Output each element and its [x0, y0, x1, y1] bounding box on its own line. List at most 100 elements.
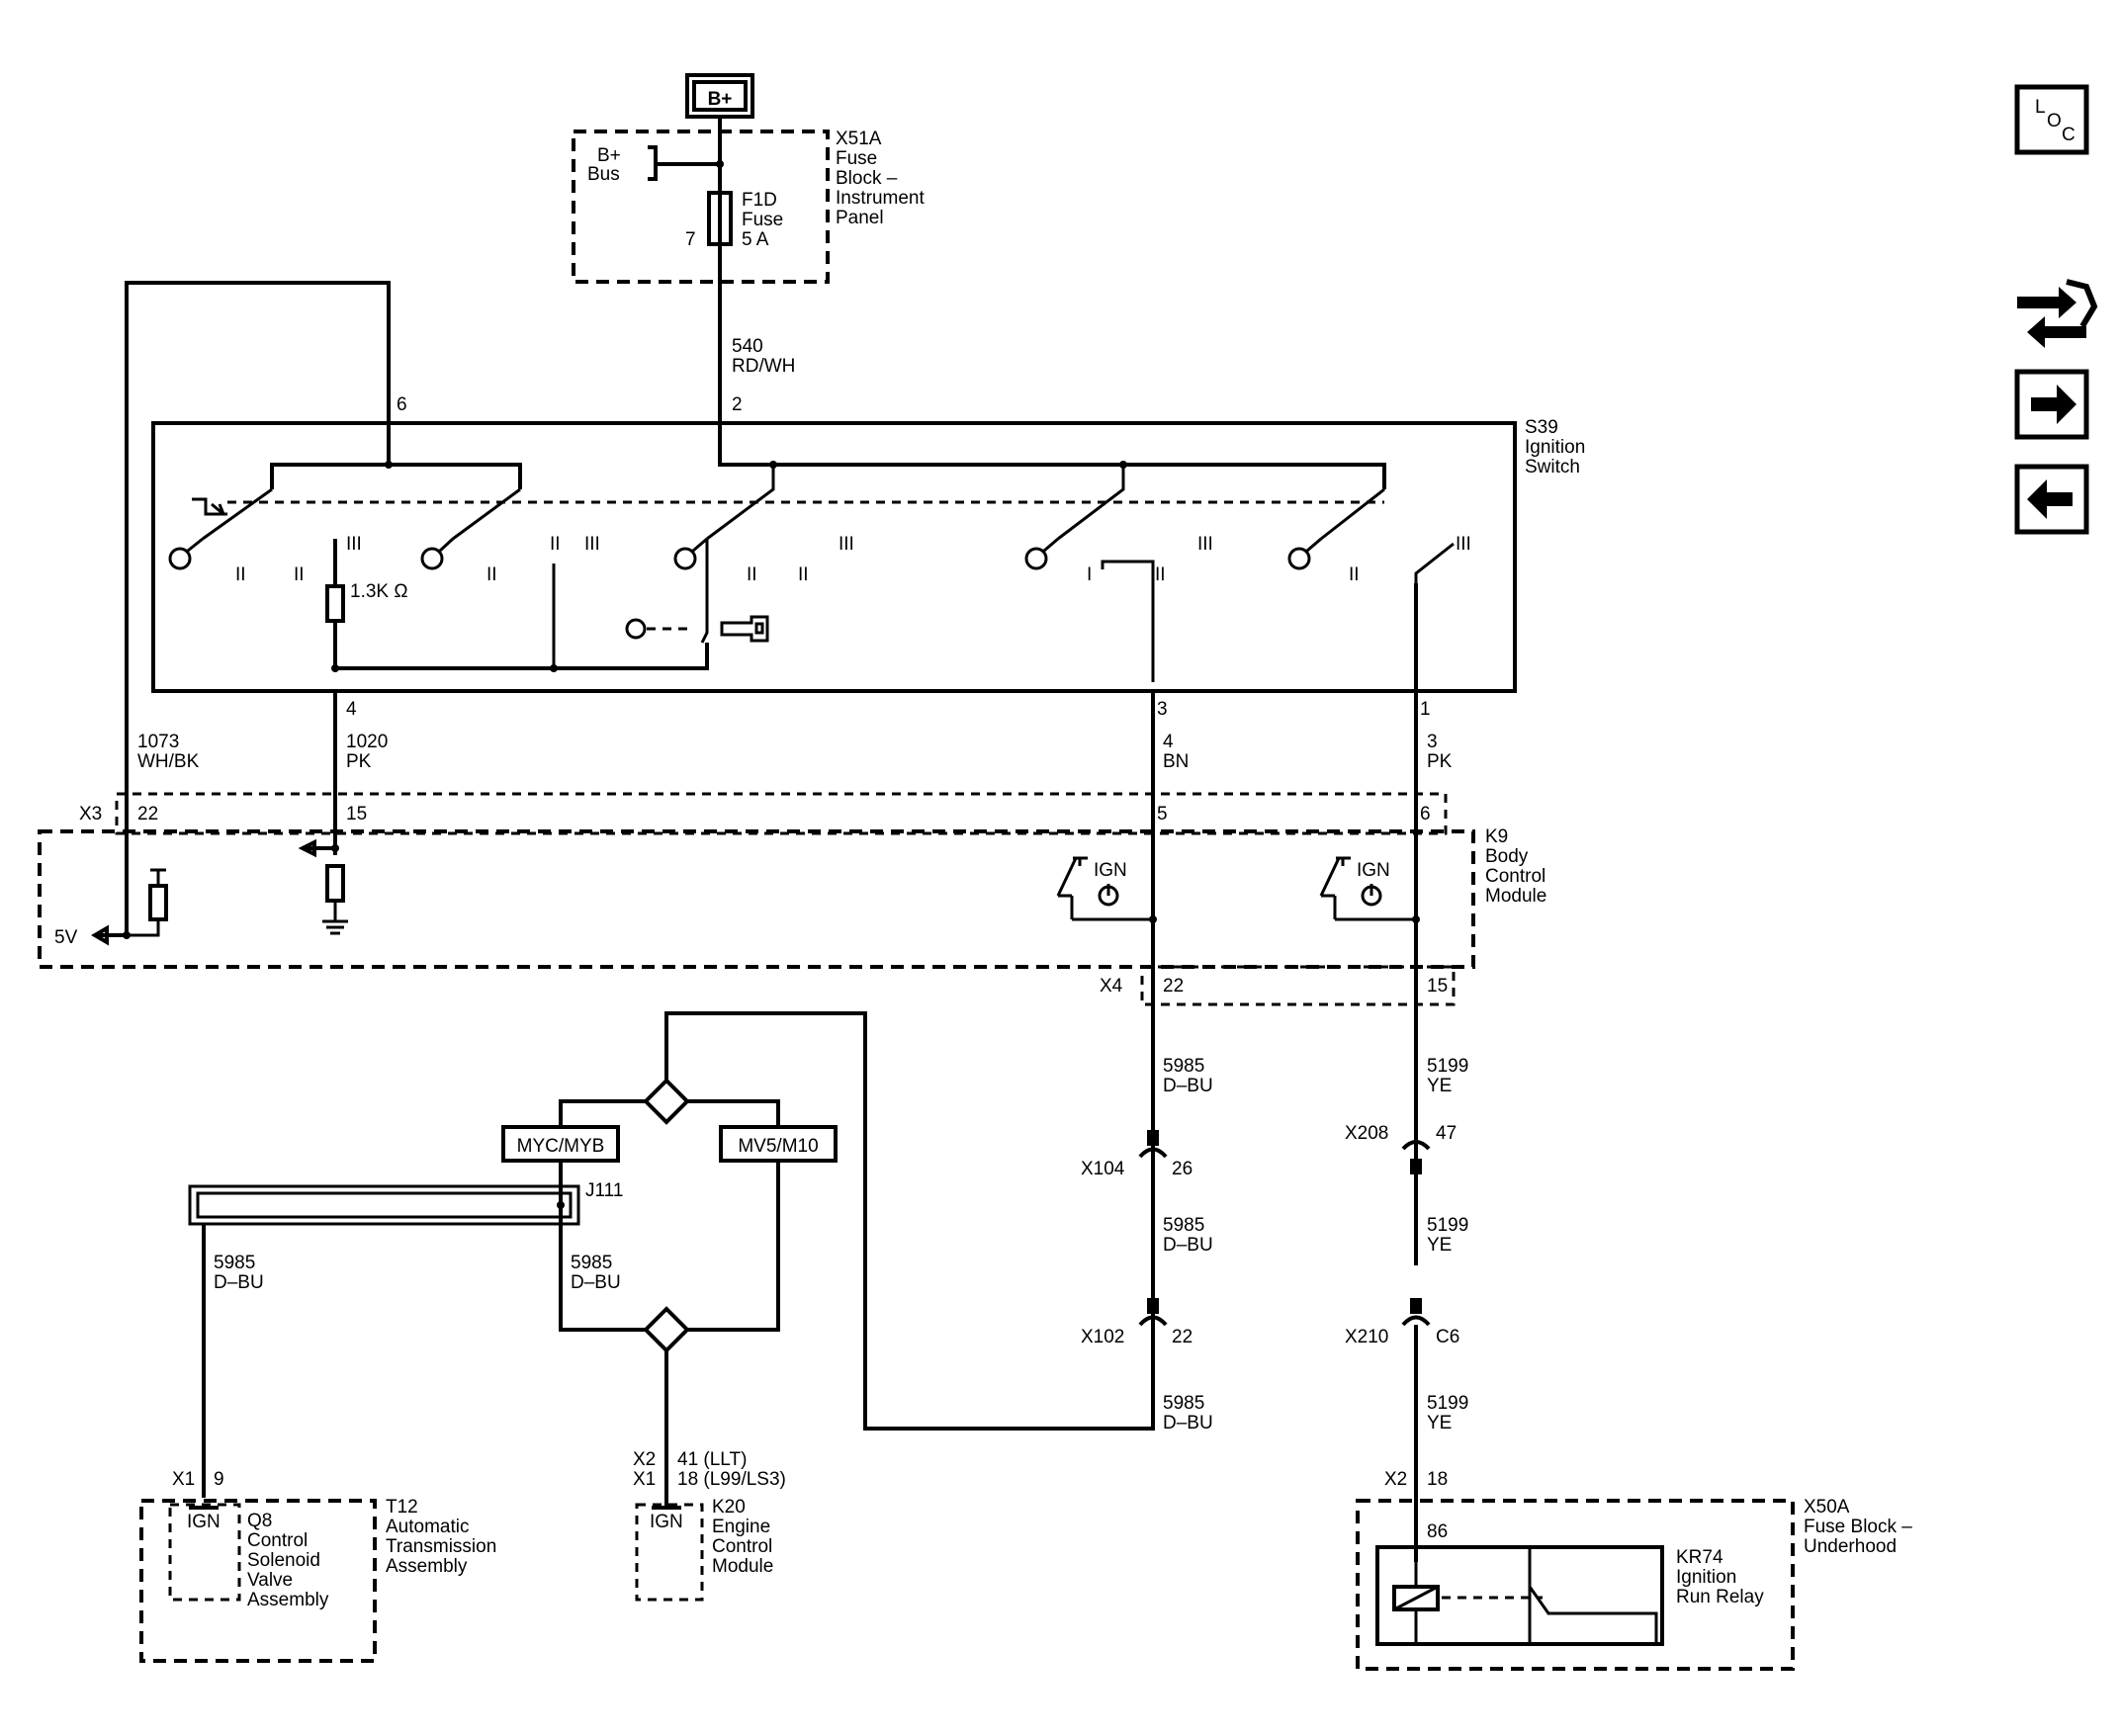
svg-text:5: 5: [1157, 804, 1168, 825]
svg-text:86: 86: [1427, 1521, 1448, 1542]
wire-5199-label-1: 5199 YE: [1427, 1056, 1468, 1096]
svg-text:Assembly: Assembly: [247, 1590, 329, 1610]
svg-text:X210: X210: [1345, 1327, 1388, 1347]
wire-1073: [125, 281, 391, 935]
wire-5199-label-2: 5199 YE: [1427, 1215, 1468, 1256]
svg-text:Bus: Bus: [587, 164, 620, 185]
svg-text:5985: 5985: [1163, 1215, 1204, 1236]
svg-text:Ignition: Ignition: [1525, 437, 1585, 458]
svg-text:Block –: Block –: [836, 168, 898, 189]
svg-text:PK: PK: [1427, 751, 1453, 772]
svg-text:Ignition: Ignition: [1676, 1567, 1736, 1588]
svg-text:C6: C6: [1436, 1327, 1459, 1347]
svg-text:5199: 5199: [1427, 1215, 1468, 1236]
svg-text:Q8: Q8: [247, 1511, 272, 1531]
svg-text:Transmission: Transmission: [386, 1536, 496, 1557]
loc-o: O: [2047, 111, 2062, 131]
svg-text:4: 4: [1163, 732, 1174, 752]
svg-text:IGN: IGN: [187, 1512, 221, 1532]
svg-text:IGN: IGN: [650, 1512, 683, 1532]
svg-text:26: 26: [1172, 1159, 1192, 1179]
s39-label: S39 Ignition Switch: [1525, 417, 1585, 477]
switch-position-labels: II II III II II III II II III I II III I…: [235, 534, 1471, 585]
svg-text:Panel: Panel: [836, 208, 884, 228]
option-branch: MYC/MYB MV5/M10: [501, 1078, 838, 1508]
option-left-label: MYC/MYB: [517, 1136, 605, 1157]
svg-text:Switch: Switch: [1525, 457, 1580, 477]
svg-text:RD/WH: RD/WH: [732, 356, 795, 377]
svg-text:X1: X1: [172, 1469, 195, 1490]
svg-text:6: 6: [1420, 804, 1431, 825]
svg-text:Valve: Valve: [247, 1570, 293, 1591]
x4-pins: X4 22 15: [1100, 976, 1448, 997]
svg-text:X2: X2: [633, 1449, 656, 1470]
k9-body-control-module-outline: [38, 829, 1475, 969]
svg-text:4: 4: [346, 699, 357, 720]
svg-text:J111: J111: [585, 1180, 623, 1201]
svg-text:1.3K Ω: 1.3K Ω: [350, 581, 408, 602]
wire-4bn-label: 4 BN: [1163, 732, 1189, 772]
svg-text:Engine: Engine: [712, 1517, 770, 1537]
next-page-button[interactable]: [2014, 369, 2089, 440]
wire-3pk-label: 3 PK: [1427, 732, 1453, 772]
svg-text:II: II: [1349, 564, 1360, 585]
svg-text:X51A: X51A: [836, 129, 882, 149]
s39-pin-labels: 6 2 4 3 1: [346, 394, 1431, 720]
fuse-f1d: F1D Fuse 5 A 7: [685, 190, 783, 250]
previous-page-button[interactable]: [2014, 464, 2089, 535]
location-button[interactable]: L O C: [2014, 84, 2089, 155]
svg-text:X50A: X50A: [1804, 1497, 1850, 1518]
k9-label: K9 Body Control Module: [1485, 826, 1546, 907]
svg-text:III: III: [1456, 534, 1471, 555]
svg-text:YE: YE: [1427, 1076, 1452, 1096]
svg-text:X1: X1: [633, 1469, 656, 1490]
svg-text:III: III: [1197, 534, 1213, 555]
svg-text:II: II: [747, 564, 757, 585]
inline-x104: X104 26: [1081, 1130, 1192, 1179]
splice-j111: J111: [188, 1180, 623, 1498]
svg-text:Module: Module: [712, 1556, 773, 1577]
svg-text:IGN: IGN: [1357, 860, 1390, 881]
svg-text:Body: Body: [1485, 846, 1529, 867]
svg-text:PK: PK: [346, 751, 372, 772]
svg-text:III: III: [346, 534, 362, 555]
svg-text:IGN: IGN: [1094, 860, 1127, 881]
svg-text:9: 9: [214, 1469, 224, 1490]
svg-text:Fuse Block –: Fuse Block –: [1804, 1517, 1912, 1537]
wire-5199-label-3: 5199 YE: [1427, 1393, 1468, 1433]
svg-text:X104: X104: [1081, 1159, 1125, 1179]
svg-text:Fuse: Fuse: [742, 210, 783, 230]
svg-text:5985: 5985: [214, 1253, 255, 1273]
kr74-ignition-run-relay: KR74 Ignition Run Relay: [1375, 1545, 1764, 1646]
wire-1020-label: 1020 PK: [346, 732, 388, 772]
svg-text:1020: 1020: [346, 732, 388, 752]
switch-contact-4: [1287, 487, 1385, 570]
svg-text:II: II: [798, 564, 809, 585]
svg-text:X3: X3: [79, 804, 102, 825]
k9-pin15-input: [298, 838, 348, 935]
svg-text:3: 3: [1427, 732, 1438, 752]
svg-text:D–BU: D–BU: [1163, 1076, 1213, 1096]
svg-text:K9: K9: [1485, 826, 1508, 847]
svg-text:F1D: F1D: [742, 190, 777, 211]
switch-contact-2: [673, 465, 775, 644]
svg-text:41 (LLT): 41 (LLT): [677, 1449, 747, 1470]
x51a-label: X51A Fuse Block – Instrument Panel: [836, 129, 925, 228]
svg-text:I: I: [1087, 564, 1092, 585]
x3-connector-outline: [115, 792, 1448, 835]
k9-ign-input-2: IGN: [1319, 856, 1420, 923]
bplus-label: B+: [708, 89, 733, 110]
svg-text:D–BU: D–BU: [571, 1272, 621, 1293]
connector-view-icon[interactable]: [2017, 279, 2098, 348]
svg-text:22: 22: [137, 804, 158, 825]
svg-text:6: 6: [397, 394, 407, 415]
inline-x208: X208 47: [1345, 1123, 1457, 1174]
wire-5985-label-j111-left: 5985 D–BU: [214, 1253, 264, 1293]
svg-text:15: 15: [1427, 976, 1448, 997]
svg-text:15: 15: [346, 804, 367, 825]
svg-text:II: II: [550, 534, 561, 555]
x50a-fuse-block-underhood: X2 18 86 X50A Fuse Block – Underhood: [1356, 1469, 1912, 1671]
svg-text:D–BU: D–BU: [1163, 1413, 1213, 1433]
svg-text:Control: Control: [712, 1536, 772, 1557]
